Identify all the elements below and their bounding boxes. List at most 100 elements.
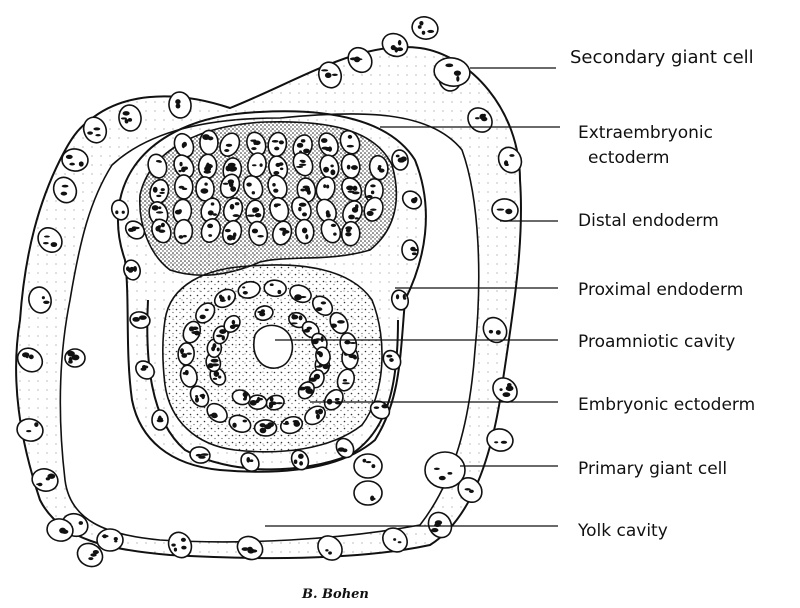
chromatin-spot: [47, 473, 56, 479]
chromatin-spot: [298, 315, 303, 321]
chromatin-spot: [366, 195, 373, 199]
chromatin-spot: [242, 291, 248, 295]
chromatin-spot: [207, 210, 214, 216]
chromatin-spot: [171, 543, 176, 547]
chromatin-spot: [71, 354, 80, 361]
chromatin-spot: [370, 208, 377, 211]
chromatin-spot: [43, 241, 49, 245]
chromatin-spot: [130, 227, 137, 232]
chromatin-spot: [496, 208, 505, 211]
chromatin-spot: [505, 208, 513, 215]
chromatin-spot: [438, 475, 446, 481]
chromatin-spot: [306, 326, 312, 330]
chromatin-spot: [268, 403, 274, 409]
chromatin-spot: [232, 214, 240, 218]
nucleus: [228, 414, 252, 433]
nucleus: [242, 175, 264, 200]
nucleus: [482, 316, 508, 344]
chromatin-spot: [413, 196, 418, 202]
chromatin-spot: [25, 353, 29, 359]
nucleus: [206, 402, 228, 423]
chromatin-spot: [61, 184, 69, 188]
chromatin-spot: [156, 211, 164, 214]
chromatin-spot: [328, 551, 332, 555]
chromatin-spot: [453, 70, 462, 76]
chromatin-spot: [221, 335, 225, 341]
chromatin-spot: [306, 390, 314, 394]
proamniotic-cavity-region: [253, 324, 294, 369]
chromatin-spot: [321, 146, 329, 150]
chromatin-spot: [254, 212, 262, 218]
chromatin-spot: [389, 358, 394, 362]
chromatin-spot: [505, 385, 514, 392]
chromatin-spot: [88, 557, 94, 561]
chromatin-spot: [279, 227, 287, 231]
chromatin-spot: [200, 453, 209, 456]
chromatin-spot: [299, 296, 307, 299]
chromatin-spot: [243, 397, 247, 401]
chromatin-spot: [114, 540, 118, 543]
chromatin-spot: [157, 225, 162, 228]
chromatin-spot: [225, 143, 233, 147]
chromatin-spot: [342, 382, 350, 385]
chromatin-spot: [67, 350, 75, 357]
nucleus: [353, 453, 383, 479]
chromatin-spot: [227, 179, 235, 185]
chromatin-spot: [175, 103, 181, 109]
chromatin-spot: [323, 166, 330, 173]
label-extraembryonic-ectoderm-line2: ectoderm: [588, 148, 669, 168]
chromatin-spot: [181, 545, 187, 550]
chromatin-spot: [333, 232, 337, 236]
nucleus: [28, 286, 52, 314]
chromatin-spot: [271, 140, 279, 143]
chromatin-spot: [140, 367, 147, 371]
chromatin-spot: [138, 315, 147, 320]
chromatin-spot: [431, 527, 439, 533]
chromatin-spot: [257, 310, 264, 314]
nucleus: [433, 57, 471, 87]
chromatin-spot: [488, 329, 494, 334]
nucleus: [199, 129, 219, 156]
chromatin-spot: [370, 190, 375, 195]
chromatin-spot: [159, 191, 165, 195]
chromatin-spot: [231, 319, 236, 325]
chromatin-spot: [331, 73, 338, 76]
nucleus: [467, 107, 493, 133]
chromatin-spot: [390, 45, 396, 51]
nucleus: [424, 451, 466, 489]
chromatin-spot: [186, 352, 192, 355]
chromatin-spot: [36, 483, 43, 486]
chromatin-spot: [310, 378, 315, 382]
chromatin-spot: [298, 206, 302, 212]
nucleus: [110, 199, 130, 221]
chromatin-spot: [330, 323, 337, 328]
chromatin-spot: [305, 234, 309, 240]
chromatin-spot: [182, 234, 187, 238]
chromatin-spot: [41, 296, 45, 300]
nucleus: [213, 288, 237, 309]
chromatin-spot: [127, 267, 134, 273]
chromatin-spot: [282, 230, 290, 234]
label-secondary-giant-cell: Secondary giant cell: [570, 47, 754, 68]
nucleus: [248, 220, 269, 247]
chromatin-spot: [181, 353, 188, 358]
cell-nuclei: [16, 16, 523, 568]
chromatin-spot: [246, 182, 252, 187]
chromatin-spot: [342, 448, 348, 453]
chromatin-spot: [251, 164, 257, 167]
chromatin-spot: [306, 189, 311, 195]
chromatin-spot: [411, 248, 419, 252]
chromatin-spot: [50, 242, 58, 248]
chromatin-spot: [378, 164, 382, 168]
chromatin-spot: [316, 413, 320, 420]
chromatin-spot: [175, 99, 181, 105]
chromatin-spot: [202, 134, 210, 141]
chromatin-spot: [324, 72, 332, 79]
chromatin-spot: [347, 134, 353, 139]
chromatin-spot: [180, 537, 186, 542]
chromatin-spot: [371, 464, 376, 469]
chromatin-spot: [249, 399, 257, 406]
chromatin-spot: [325, 549, 329, 552]
chromatin-spot: [211, 346, 216, 352]
chromatin-spot: [300, 139, 306, 143]
